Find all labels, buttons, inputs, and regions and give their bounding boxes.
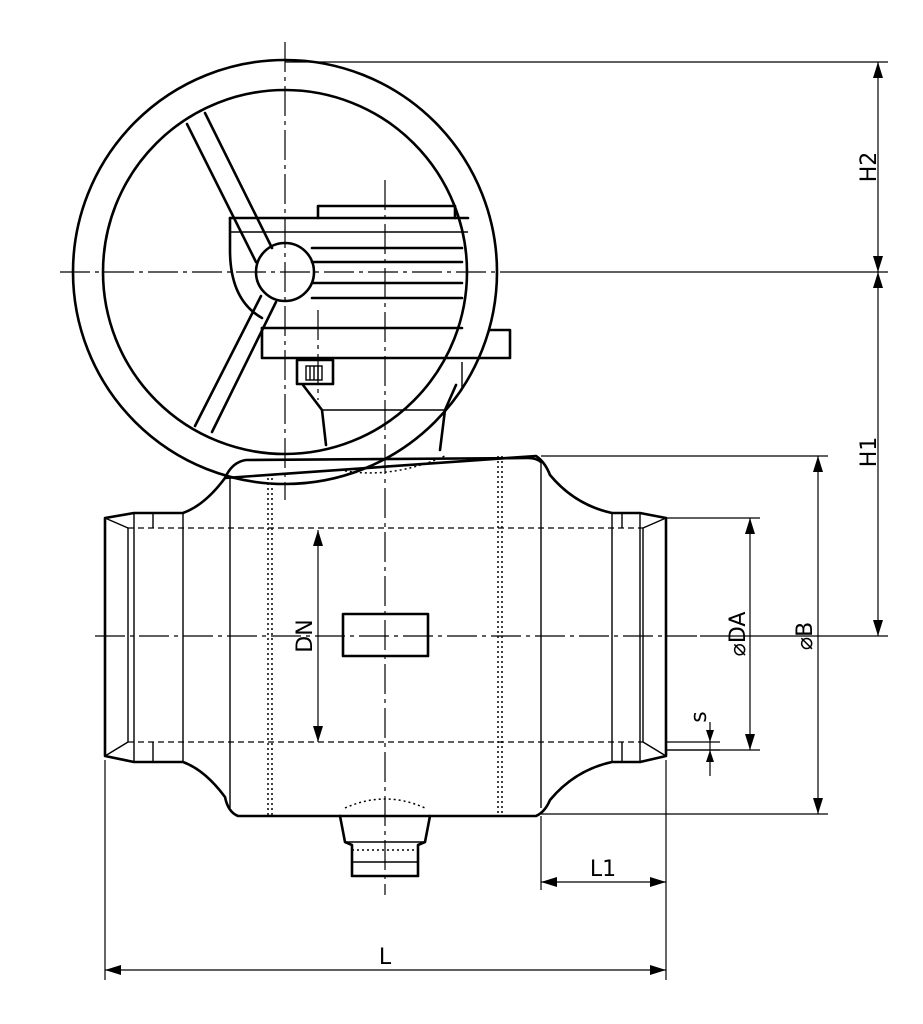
handwheel-spoke-up — [185, 111, 274, 264]
label-da: ⌀DA — [726, 612, 751, 657]
label-h1: H1 — [857, 437, 882, 468]
handwheel-spoke-right — [310, 260, 464, 285]
dim-l1 — [540, 760, 667, 980]
label-l1: L1 — [590, 857, 616, 882]
centerlines — [60, 42, 700, 895]
dim-l — [104, 760, 666, 980]
gearbox — [228, 204, 512, 452]
label-b: ⌀B — [793, 622, 818, 650]
dim-h2-h1 — [285, 61, 888, 637]
label-dn: DN — [293, 619, 318, 652]
gearbox-bolt — [295, 358, 335, 386]
dim-b — [541, 455, 828, 815]
handwheel-spoke-down — [193, 294, 278, 434]
dim-s — [666, 722, 720, 776]
dim-da — [666, 517, 760, 751]
label-h2: H2 — [857, 152, 882, 183]
label-l: L — [379, 945, 392, 970]
dim-dn — [313, 530, 323, 742]
label-s: s — [687, 711, 712, 722]
